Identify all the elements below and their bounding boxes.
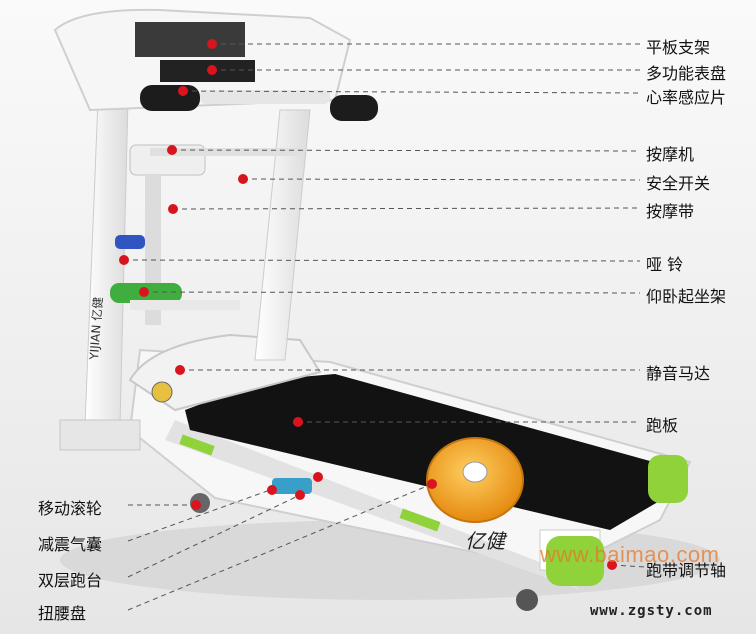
- label-massager: 按摩机: [646, 145, 695, 164]
- label-heartrate: 心率感应片: [646, 88, 727, 107]
- watermark-baimao: www.baimao.com: [540, 542, 720, 567]
- marker-deck: [313, 472, 323, 482]
- rear-cap-left: [546, 536, 604, 586]
- marker-situp: [139, 287, 149, 297]
- upright-right: [254, 109, 311, 361]
- marker-airbag: [267, 485, 277, 495]
- shock-airbag: [272, 478, 312, 494]
- watermark-zgsty: www.zgsty.com: [590, 603, 713, 619]
- marker-console: [207, 65, 217, 75]
- hood-badge: [151, 381, 173, 403]
- rear-wheel: [516, 589, 538, 611]
- label-double-deck: 双层跑台: [38, 571, 103, 590]
- marker-tablet: [207, 39, 217, 49]
- label-console: 多功能表盘: [646, 64, 727, 83]
- label-motor: 静音马达: [646, 364, 711, 383]
- marker-safety-key: [238, 174, 248, 184]
- marker-board: [293, 417, 303, 427]
- label-airbag: 减震气囊: [38, 535, 103, 554]
- side-rail-pad-2: [399, 508, 441, 532]
- marker-disc: [427, 479, 437, 489]
- twist-disc: [426, 437, 524, 523]
- handle-right-grip: [330, 95, 378, 121]
- marker-massage-belt: [168, 204, 178, 214]
- massage-bar: [150, 148, 300, 156]
- handle-bar-center: [200, 90, 330, 104]
- marker-wheel: [191, 500, 201, 510]
- label-safety-switch: 安全开关: [646, 174, 711, 193]
- side-rail-pad: [179, 434, 215, 456]
- marker-dumbbell: [119, 255, 129, 265]
- marker-belt-adjust: [607, 560, 617, 570]
- label-running-board: 跑板: [646, 416, 679, 435]
- label-situp-rack: 仰卧起坐架: [646, 287, 727, 306]
- label-dumbbell: 哑 铃: [646, 255, 684, 274]
- leader-lines: [123, 43, 646, 611]
- handle-left-grip: [140, 85, 200, 111]
- marker-heartrate: [178, 86, 188, 96]
- marker-motor: [175, 365, 185, 375]
- upright-base: [59, 419, 141, 451]
- marker-dots: [119, 39, 617, 570]
- rear-cap-right: [648, 455, 688, 503]
- label-massage-belt: 按摩带: [646, 202, 695, 221]
- label-tablet-holder: 平板支架: [646, 38, 711, 57]
- marker-airbag-2: [295, 490, 305, 500]
- label-wheel: 移动滚轮: [38, 499, 103, 518]
- label-twist-disc: 扭腰盘: [38, 604, 87, 623]
- console-shell: [53, 8, 352, 112]
- marker-massager: [167, 145, 177, 155]
- brand-text: YIJIAN 亿健: [86, 296, 105, 361]
- dumbbell-blue: [115, 235, 145, 249]
- deck-logo: 亿健: [465, 529, 508, 553]
- running-belt: [185, 374, 668, 530]
- situp-bar: [130, 300, 240, 310]
- label-belt-adjust: 跑带调节轴: [646, 561, 727, 580]
- console-display: [135, 22, 245, 57]
